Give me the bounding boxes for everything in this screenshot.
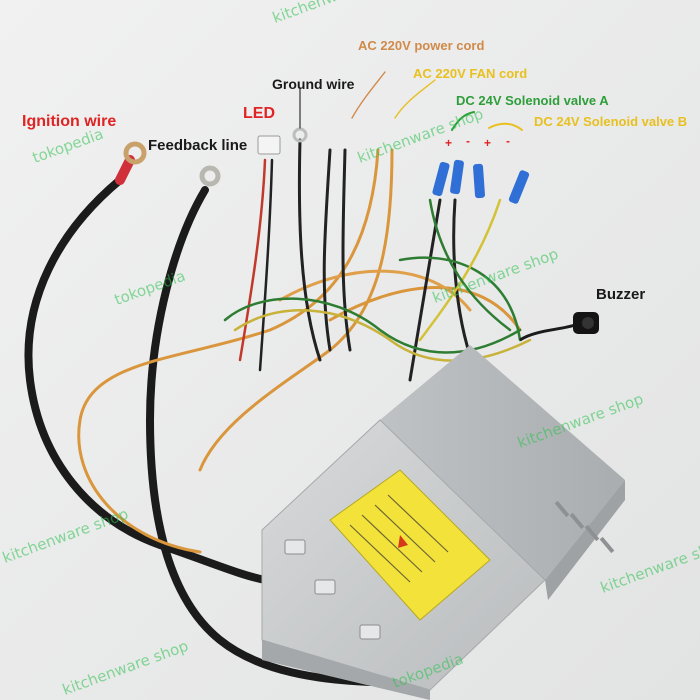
ignition-wire-label: Ignition wire — [22, 113, 117, 130]
dc-valve-a-label: DC 24V Solenoid valve A — [456, 93, 609, 108]
solenoid-connectors — [432, 159, 530, 204]
buzzer-component — [519, 312, 599, 342]
feedback-ring-terminal — [199, 165, 221, 187]
ignition-wire — [24, 155, 269, 584]
led-wires — [238, 158, 274, 372]
ignition-ring-terminal — [123, 141, 147, 165]
led-plug — [257, 135, 281, 155]
dc-valve-b-label: DC 24V Solenoid valve B — [534, 114, 688, 129]
led-label: LED — [243, 105, 275, 122]
ac-power-cord-label: AC 220V power cord — [358, 38, 485, 53]
feedback-wire — [145, 186, 374, 686]
feedback-line-label: Feedback line — [148, 137, 248, 154]
buzzer-label: Buzzer — [596, 286, 646, 303]
label-leader-lines — [299, 71, 523, 131]
ground-ring-terminal — [292, 127, 308, 143]
vent-slots — [554, 500, 615, 554]
polarity-minus-1: - — [466, 134, 470, 148]
polarity-plus-1: + — [445, 136, 453, 150]
polarity-minus-2: - — [506, 134, 510, 148]
ac-fan-cord-label: AC 220V FAN cord — [413, 66, 528, 81]
polarity-plus-2: + — [484, 136, 492, 150]
terminal-ports — [284, 539, 381, 640]
warning-sticker — [329, 469, 491, 621]
controller-box — [261, 345, 625, 700]
ground-wire-label: Ground wire — [272, 76, 355, 92]
